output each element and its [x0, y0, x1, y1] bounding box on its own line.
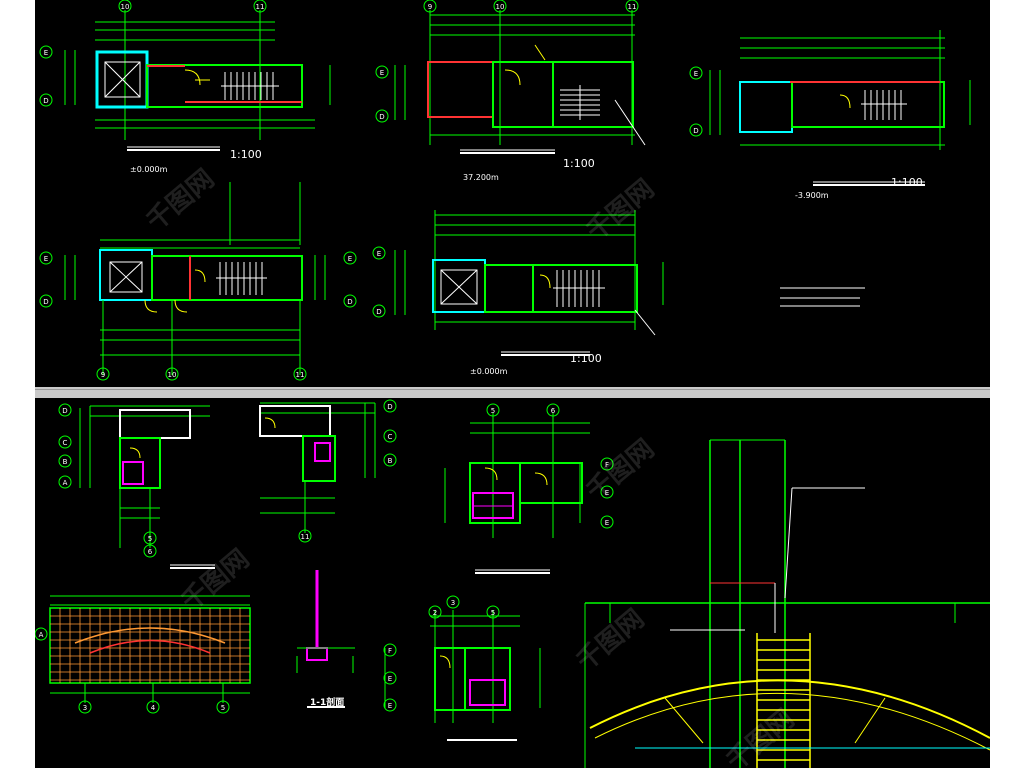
- cad-sheet-top: E D 10 11 1:100 ±0.000m: [35, 0, 990, 387]
- axis-label: 6: [551, 407, 556, 415]
- axis-label: B: [388, 457, 393, 465]
- plan-4-axis-bubbles: E D E D 9 10 11: [39, 251, 357, 381]
- cad-sheet-bottom: D C B A 5 6 D C B 11: [35, 398, 990, 768]
- axis-label: E: [388, 702, 392, 710]
- axis-label: D: [387, 403, 392, 411]
- roof-grid-lines: [50, 608, 250, 683]
- axis-label: 9: [101, 371, 105, 379]
- axis-label: 10: [496, 3, 505, 11]
- toilet-b-axis-bubbles: D C B 11: [298, 399, 397, 543]
- axis-label: E: [380, 69, 384, 77]
- axis-label: E: [44, 255, 48, 263]
- plan-3: [709, 30, 971, 307]
- axis-label: F: [388, 647, 392, 655]
- plan-5-elevation: ±0.000m: [470, 367, 508, 376]
- axis-label: D: [347, 298, 352, 306]
- axis-label: D: [693, 127, 698, 135]
- toilet-c-axis-bubbles: 5 6 F E E: [486, 403, 614, 529]
- axis-label: E: [605, 519, 609, 527]
- axis-label: E: [388, 675, 392, 683]
- axis-label: E: [605, 489, 609, 497]
- plan-2-axis-bubbles: 9 10 11 E D: [375, 0, 639, 123]
- ladder-rungs: [757, 639, 810, 761]
- plan-1-elevation: ±0.000m: [130, 165, 168, 174]
- axis-label: 9: [428, 3, 432, 11]
- toilet-a-axis-bubbles: D C B A 5 6: [58, 403, 157, 558]
- plan-2: [394, 10, 646, 154]
- axis-label: 11: [628, 3, 637, 11]
- separator-line: [35, 389, 990, 390]
- axis-label: E: [377, 250, 381, 258]
- plan-5-axis-bubbles: E D: [372, 246, 386, 318]
- axis-label: 6: [148, 548, 153, 556]
- axis-label: 5: [491, 609, 495, 617]
- axis-label: A: [63, 479, 68, 487]
- section-1-1: [296, 570, 355, 708]
- plan-5: [394, 210, 664, 356]
- axis-label: 10: [121, 3, 130, 11]
- axis-label: B: [63, 458, 68, 466]
- axis-label: 11: [296, 371, 305, 379]
- roof-axis-bubbles: A 3 4 5: [35, 627, 230, 714]
- plan-1-axis-bubbles: E D 10 11: [39, 0, 267, 107]
- plan-2-scale: 1:100: [563, 157, 595, 170]
- axis-label: 5: [148, 535, 152, 543]
- axis-label: D: [62, 407, 67, 415]
- axis-label: 11: [256, 3, 265, 11]
- toilet-plan-d: [384, 610, 541, 741]
- toilet-plan-a: [79, 405, 215, 569]
- plan-2-elevation: 37.200m: [463, 173, 499, 182]
- roof-grid-plan: [49, 595, 251, 703]
- toilet-plan-b: [259, 402, 376, 533]
- axis-label: 5: [221, 704, 225, 712]
- axis-label: A: [39, 631, 44, 639]
- axis-label: E: [348, 255, 352, 263]
- plan-3-axis-bubbles: E D: [689, 66, 703, 137]
- axis-label: E: [44, 49, 48, 57]
- axis-label: 3: [451, 599, 455, 607]
- axis-label: 4: [151, 704, 156, 712]
- plan-1-scale: 1:100: [230, 148, 262, 161]
- axis-label: 3: [83, 704, 87, 712]
- axis-label: 11: [301, 533, 310, 541]
- axis-label: D: [43, 97, 48, 105]
- axis-label: D: [379, 113, 384, 121]
- bottom-drawings: D C B A 5 6 D C B 11: [35, 399, 990, 768]
- plan-3-elevation: -3.900m: [795, 191, 829, 200]
- axis-label: F: [605, 461, 609, 469]
- axis-label: E: [694, 70, 698, 78]
- axis-label: 10: [168, 371, 177, 379]
- plan-5-scale: 1:100: [570, 352, 602, 365]
- section-title: 1-1剖面: [310, 696, 344, 708]
- plan-4: [64, 182, 326, 375]
- axis-label: C: [63, 439, 68, 447]
- plan-3-scale: 1:100: [891, 176, 923, 189]
- sheet-separator: [35, 387, 990, 398]
- axis-label: 2: [433, 609, 437, 617]
- axis-label: D: [43, 298, 48, 306]
- axis-label: D: [376, 308, 381, 316]
- plan-1: [64, 10, 331, 151]
- axis-label: 5: [491, 407, 495, 415]
- tower-section: [584, 439, 990, 768]
- toilet-plan-c: [444, 413, 590, 574]
- axis-label: C: [388, 433, 393, 441]
- top-drawings: E D 10 11 1:100 ±0.000m: [39, 0, 971, 381]
- toilet-d-axis-bubbles: 2 3 5 F E E: [383, 595, 500, 712]
